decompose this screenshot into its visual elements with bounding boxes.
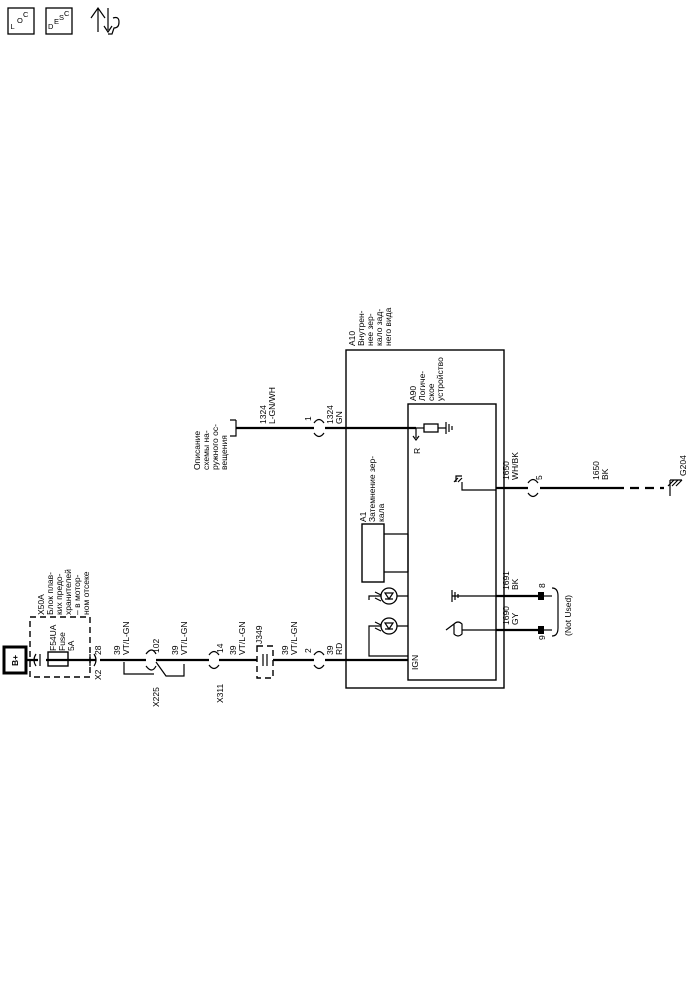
svg-text:C: C: [64, 9, 70, 18]
svg-text:R: R: [412, 448, 422, 454]
svg-text:J349: J349: [254, 625, 264, 644]
ground-wire-pin-5: 1650 WH/BK 5 1650 BK G204: [496, 452, 688, 498]
connector-mirror-pin-2: 2: [303, 648, 325, 670]
svg-text:X50A: X50A: [36, 594, 46, 615]
svg-text:1650 WH/BK: 1650 WH/BK: [501, 452, 520, 480]
wire-label: 39 VT/L-GN: [112, 621, 131, 655]
svg-text:8: 8: [537, 583, 547, 588]
svg-text:IGN: IGN: [410, 655, 420, 670]
svg-text:E: E: [54, 17, 59, 26]
splice-j349: J349: [254, 625, 274, 679]
chassis-ground-icon: [667, 479, 683, 496]
svg-text:A1 Затемнение зер-: A1 Затемнение зер- кала: [358, 454, 386, 522]
description-icon[interactable]: D E S C: [45, 7, 73, 35]
svg-text:C: C: [23, 10, 29, 19]
svg-text:B+: B+: [10, 655, 20, 666]
location-icon[interactable]: L O C: [7, 7, 35, 35]
svg-text:1: 1: [303, 416, 313, 421]
svg-text:Блок плав- ких предо-: Блок плав- ких предо- хранителей – в мот…: [45, 567, 91, 615]
svg-text:(Not Used): (Not Used): [563, 595, 573, 636]
exterior-lighting-circuit: Описание схемы на- ружного ос- вещения 1…: [192, 387, 416, 470]
ground-icon: [451, 590, 460, 602]
svg-text:1690 GY: 1690 GY: [501, 604, 520, 625]
ground-icon: [453, 475, 463, 483]
svg-text:G204: G204: [678, 455, 688, 476]
svg-text:X225: X225: [151, 687, 161, 707]
wire-label: 39 RD: [325, 643, 344, 655]
fuse-block-x50a: X50A Блок плав- ких предо- хранителей – …: [29, 567, 103, 680]
svg-text:5: 5: [534, 475, 544, 480]
svg-text:1691 BK: 1691 BK: [501, 569, 520, 590]
wire-label: 39 VT/L-GN: [228, 621, 247, 655]
connector-x225: 102 X225: [123, 639, 185, 707]
svg-text:D: D: [48, 22, 54, 31]
wire-label: 39 VT/L-GN: [170, 621, 189, 655]
svg-text:A10 Внутрен- нее з: A10 Внутрен- нее зер- кало зад- него вид…: [347, 306, 393, 346]
wire-pin-8: 1691 BK 8: [496, 569, 552, 600]
not-used-bracket: (Not Used): [551, 587, 573, 637]
svg-text:1650 BK: 1650 BK: [591, 459, 610, 480]
svg-text:28: 28: [93, 645, 103, 655]
svg-text:1324 L-GN/WH: 1324 L-GN/WH: [258, 387, 277, 424]
lamp-icon: [445, 621, 463, 637]
svg-text:L: L: [11, 22, 15, 31]
connector-x311: 14 X311: [208, 643, 225, 703]
svg-text:2: 2: [303, 648, 313, 653]
mirror-module-a10: A10 Внутрен- нее зер- кало зад- него вид…: [345, 306, 505, 689]
svg-text:14: 14: [215, 643, 225, 653]
svg-text:Описание схемы на-: Описание схемы на- ружного ос- вещения: [192, 422, 229, 470]
svg-text:S: S: [59, 13, 64, 22]
photo-sensor-icon: [368, 587, 408, 605]
svg-text:X2: X2: [93, 669, 103, 680]
svg-text:O: O: [17, 16, 23, 25]
photo-sensor-icon: [368, 617, 408, 657]
battery-positive: B+: [2, 645, 28, 675]
svg-text:X311: X311: [215, 684, 225, 703]
svg-text:F54UA Fuse 5A: F54UA Fuse 5A: [48, 623, 76, 651]
wire-pin-9: 1690 GY 9: [496, 604, 552, 640]
connector-end-view-icon[interactable]: [90, 6, 120, 35]
wire-label: 39 VT/L-GN: [280, 621, 299, 655]
svg-text:102: 102: [151, 639, 161, 653]
svg-text:9: 9: [537, 635, 547, 640]
svg-text:1324 GN: 1324 GN: [325, 403, 344, 424]
svg-text:A90 Логиче- ское: A90 Логиче- ское устройство: [408, 357, 445, 401]
